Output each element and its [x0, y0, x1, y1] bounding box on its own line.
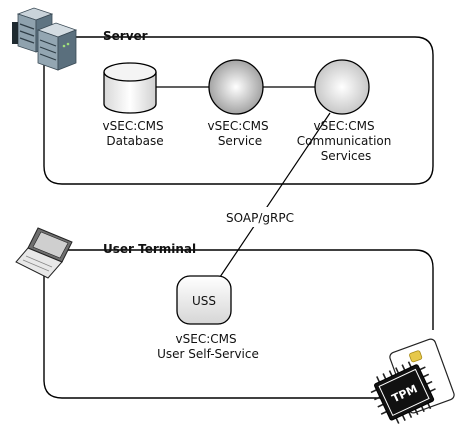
uss-label: vSEC:CMS User Self-Service: [157, 332, 259, 361]
uss-inner-label: USS: [192, 294, 216, 308]
database-cylinder-top: [103, 62, 157, 82]
comm-sphere: [314, 59, 370, 115]
comm-label: vSEC:CMS Communication Services: [297, 119, 395, 163]
service-node: vSEC:CMS Service: [208, 59, 273, 148]
service-sphere: [208, 59, 264, 115]
terminal-group-border: [43, 249, 434, 399]
service-label: vSEC:CMS Service: [208, 119, 273, 148]
edge-label-protocol: SOAP/gRPC: [226, 211, 294, 225]
connectors: [156, 86, 331, 278]
server-rack-icon: [12, 7, 78, 71]
terminal-group: User Terminal: [43, 242, 434, 399]
comm-node: vSEC:CMS Communication Services: [297, 59, 395, 163]
edge-comm-uss: [219, 112, 331, 278]
terminal-group-title: User Terminal: [103, 242, 196, 256]
database-label: vSEC:CMS Database: [103, 119, 168, 148]
server-group-title: Server: [103, 29, 148, 43]
edge-label-bg: [218, 207, 302, 227]
server-group-border: [43, 36, 434, 185]
uss-box: [176, 275, 232, 325]
database-node: vSEC:CMS Database: [103, 62, 168, 148]
server-group: Server: [43, 29, 434, 185]
laptop-icon: [15, 227, 73, 279]
uss-node: USS vSEC:CMS User Self-Service: [157, 275, 259, 361]
database-cylinder-body: [103, 72, 157, 114]
tpm-chip-icon: TPM: [370, 361, 436, 424]
